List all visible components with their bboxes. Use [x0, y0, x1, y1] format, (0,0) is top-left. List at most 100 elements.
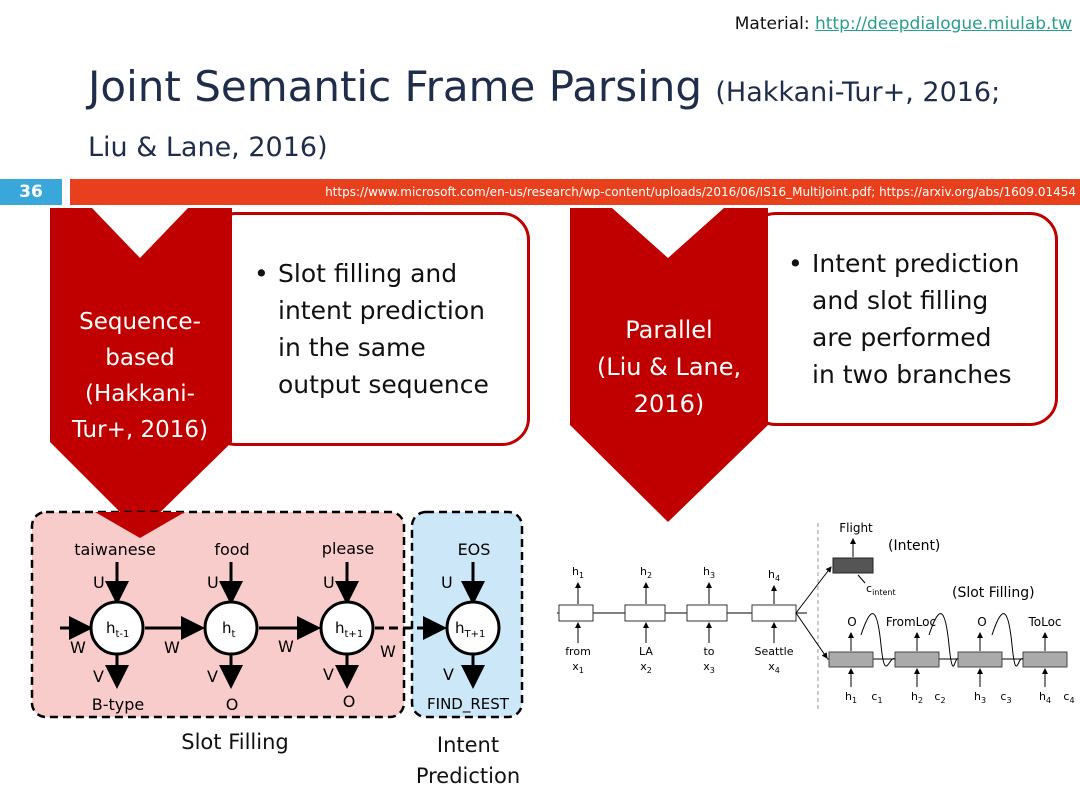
encoder-cell [624, 604, 666, 622]
encoder-cell [751, 604, 797, 622]
slot-output: FromLoc [886, 615, 936, 629]
u-label: U [93, 573, 105, 592]
encoder-h: h4 [768, 568, 780, 583]
label-line: (Liu & Lane, [596, 353, 742, 381]
material-source: Material: http://deepdialogue.miulab.tw [735, 14, 1072, 34]
chevron-tip [95, 512, 185, 538]
title-citation-2: Liu & Lane, 2016) [88, 132, 328, 163]
decoder-cell [828, 651, 874, 668]
sequence-diagram: taiwanese food please EOS U U U U W W W … [30, 510, 524, 719]
right-bullet-line: are performed [812, 323, 992, 352]
parallel-diagram: from LA to Seattle x1 x2 x3 x4 h1 h2 h3 … [557, 521, 1075, 710]
encoder-x: x1 [572, 660, 584, 675]
intent-cell [832, 557, 874, 574]
caption-line: Intent [436, 733, 500, 757]
decoder-cell [1022, 651, 1068, 668]
node-label: ht [222, 619, 236, 640]
label-line: 2016) [633, 390, 705, 418]
c-intent: cintent [866, 582, 896, 597]
hidden-node [319, 600, 375, 656]
left-bullet-line: in the same [278, 333, 426, 362]
caption-line: Prediction [415, 764, 521, 788]
right-chevron-shape [570, 208, 768, 522]
encoder-word: to [703, 645, 714, 658]
w-label: W [380, 642, 396, 661]
right-chevron-label: Parallel (Liu & Lane, 2016) [576, 312, 762, 423]
intent-output: Flight [839, 521, 873, 535]
w-label: W [278, 637, 294, 656]
decoder-c: c2 [934, 690, 945, 705]
encoder-word: from [565, 645, 591, 658]
right-bullet-line: Intent prediction [812, 249, 1020, 278]
slot-filling-caption: Slot Filling [181, 730, 289, 754]
label-line: Sequence- [79, 309, 201, 335]
slot-output: ToLoc [1027, 615, 1061, 629]
encoder-x: x3 [703, 660, 715, 675]
encoder-x: x4 [768, 660, 780, 675]
material-link[interactable]: http://deepdialogue.miulab.tw [814, 14, 1072, 34]
encoder-h: h1 [572, 565, 584, 580]
bullet-dot: • [254, 259, 269, 288]
right-description-box [748, 212, 1058, 426]
left-bullet-line: Slot filling and [278, 259, 458, 288]
material-label: Material: [734, 14, 810, 34]
slot-label: (Slot Filling) [952, 585, 1035, 601]
decoder-c: c4 [1063, 690, 1074, 705]
node-label: ht+1 [335, 619, 363, 640]
left-chevron-label: Sequence- based (Hakkani- Tur+, 2016) [56, 304, 224, 448]
decoder-cell [957, 651, 1003, 668]
output-tag: O [226, 695, 239, 714]
u-label: U [207, 573, 219, 592]
decoder-cell [894, 651, 940, 668]
encoder-cell [686, 604, 728, 622]
left-bullet: • Slot filling and intent prediction in … [254, 255, 524, 405]
label-line: Parallel [625, 316, 713, 344]
title-citation-1: (Hakkani-Tur+, 2016; [715, 77, 1001, 108]
decoder-h: h4 [1039, 690, 1051, 705]
encoder-x: x2 [640, 660, 652, 675]
left-bullet-line: intent prediction [278, 296, 485, 325]
intent-prediction-caption: Intent Prediction [398, 730, 538, 792]
hidden-node [89, 600, 145, 656]
right-bullet-line: and slot filling [812, 286, 989, 315]
w-label: W [164, 638, 180, 657]
v-label: V [443, 665, 454, 684]
output-tag: B-type [92, 695, 145, 714]
encoder-h: h2 [640, 565, 652, 580]
label-line: based [105, 345, 175, 371]
label-line: Tur+, 2016) [72, 417, 208, 443]
w-label: W [70, 638, 86, 657]
reference-bar: https://www.microsoft.com/en-us/research… [70, 179, 1080, 205]
bullet-dot: • [788, 249, 803, 278]
output-tag: FIND_REST [427, 695, 510, 714]
decoder-c: c1 [871, 690, 882, 705]
input-word: EOS [458, 540, 491, 559]
left-chevron-shape [50, 208, 232, 532]
label-line: (Hakkani- [85, 381, 195, 407]
input-word: please [322, 539, 374, 558]
node-label: hT+1 [455, 619, 485, 640]
decoder-h: h2 [911, 690, 923, 705]
slot-output: O [977, 615, 986, 629]
node-label: ht-1 [106, 619, 129, 640]
title-main: Joint Semantic Frame Parsing [88, 62, 703, 111]
right-bullet-line: in two branches [812, 360, 1012, 389]
encoder-word: Seattle [755, 645, 794, 658]
left-bullet-line: output sequence [278, 370, 489, 399]
u-label: U [441, 573, 453, 592]
v-label: V [93, 667, 104, 686]
left-description-box [208, 212, 530, 446]
input-word: food [214, 540, 249, 559]
slot-output: O [847, 615, 856, 629]
encoder-word: LA [639, 645, 653, 658]
right-bullet: • Intent prediction and slot filling are… [788, 245, 1053, 395]
v-label: V [323, 665, 334, 684]
page-title: Joint Semantic Frame Parsing (Hakkani-Tu… [88, 62, 1000, 111]
v-label: V [207, 667, 218, 686]
output-tag: O [343, 692, 356, 711]
intent-label: (Intent) [888, 538, 940, 554]
slide-number: 36 [0, 179, 62, 205]
decoder-h: h1 [845, 690, 857, 705]
decoder-h: h3 [974, 690, 986, 705]
